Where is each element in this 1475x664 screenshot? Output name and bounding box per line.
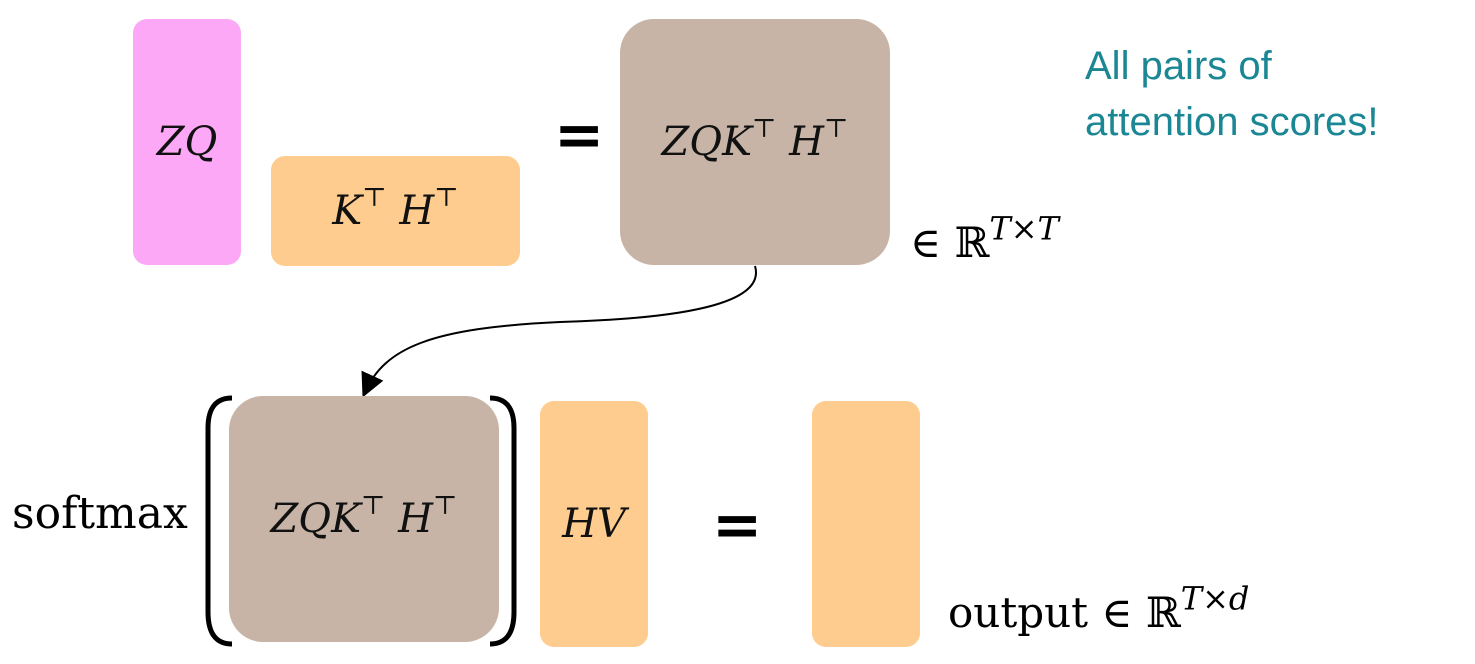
output-membership: output ∈ ℝT×d xyxy=(948,579,1250,637)
note-line-1: All pairs of xyxy=(1085,44,1272,88)
score-label-bottom: ZQK⊤ H⊤ xyxy=(270,490,458,542)
right-bracket xyxy=(489,395,517,647)
note-line-2: attention scores! xyxy=(1085,100,1379,144)
attention-score-matrix-top: ZQK⊤ H⊤ xyxy=(620,19,890,265)
equals-sign-top: = xyxy=(554,100,605,170)
softmax-label: softmax xyxy=(12,488,188,539)
output-matrix xyxy=(812,401,920,647)
hv-label: HV xyxy=(562,501,626,547)
attention-score-matrix-bottom: ZQK⊤ H⊤ xyxy=(229,396,499,642)
kh-matrix: K⊤ H⊤ xyxy=(271,156,520,266)
membership-top: ∈ ℝT×T xyxy=(910,209,1059,267)
zq-label: ZQ xyxy=(156,119,218,165)
hv-matrix: HV xyxy=(540,401,648,647)
kh-label: K⊤ H⊤ xyxy=(332,182,459,234)
zq-matrix: ZQ xyxy=(133,19,241,265)
attention-note: All pairs of attention scores! xyxy=(1085,38,1379,150)
left-bracket xyxy=(205,395,233,647)
equals-sign-bottom: = xyxy=(712,490,763,560)
score-label-top: ZQK⊤ H⊤ xyxy=(661,113,849,165)
